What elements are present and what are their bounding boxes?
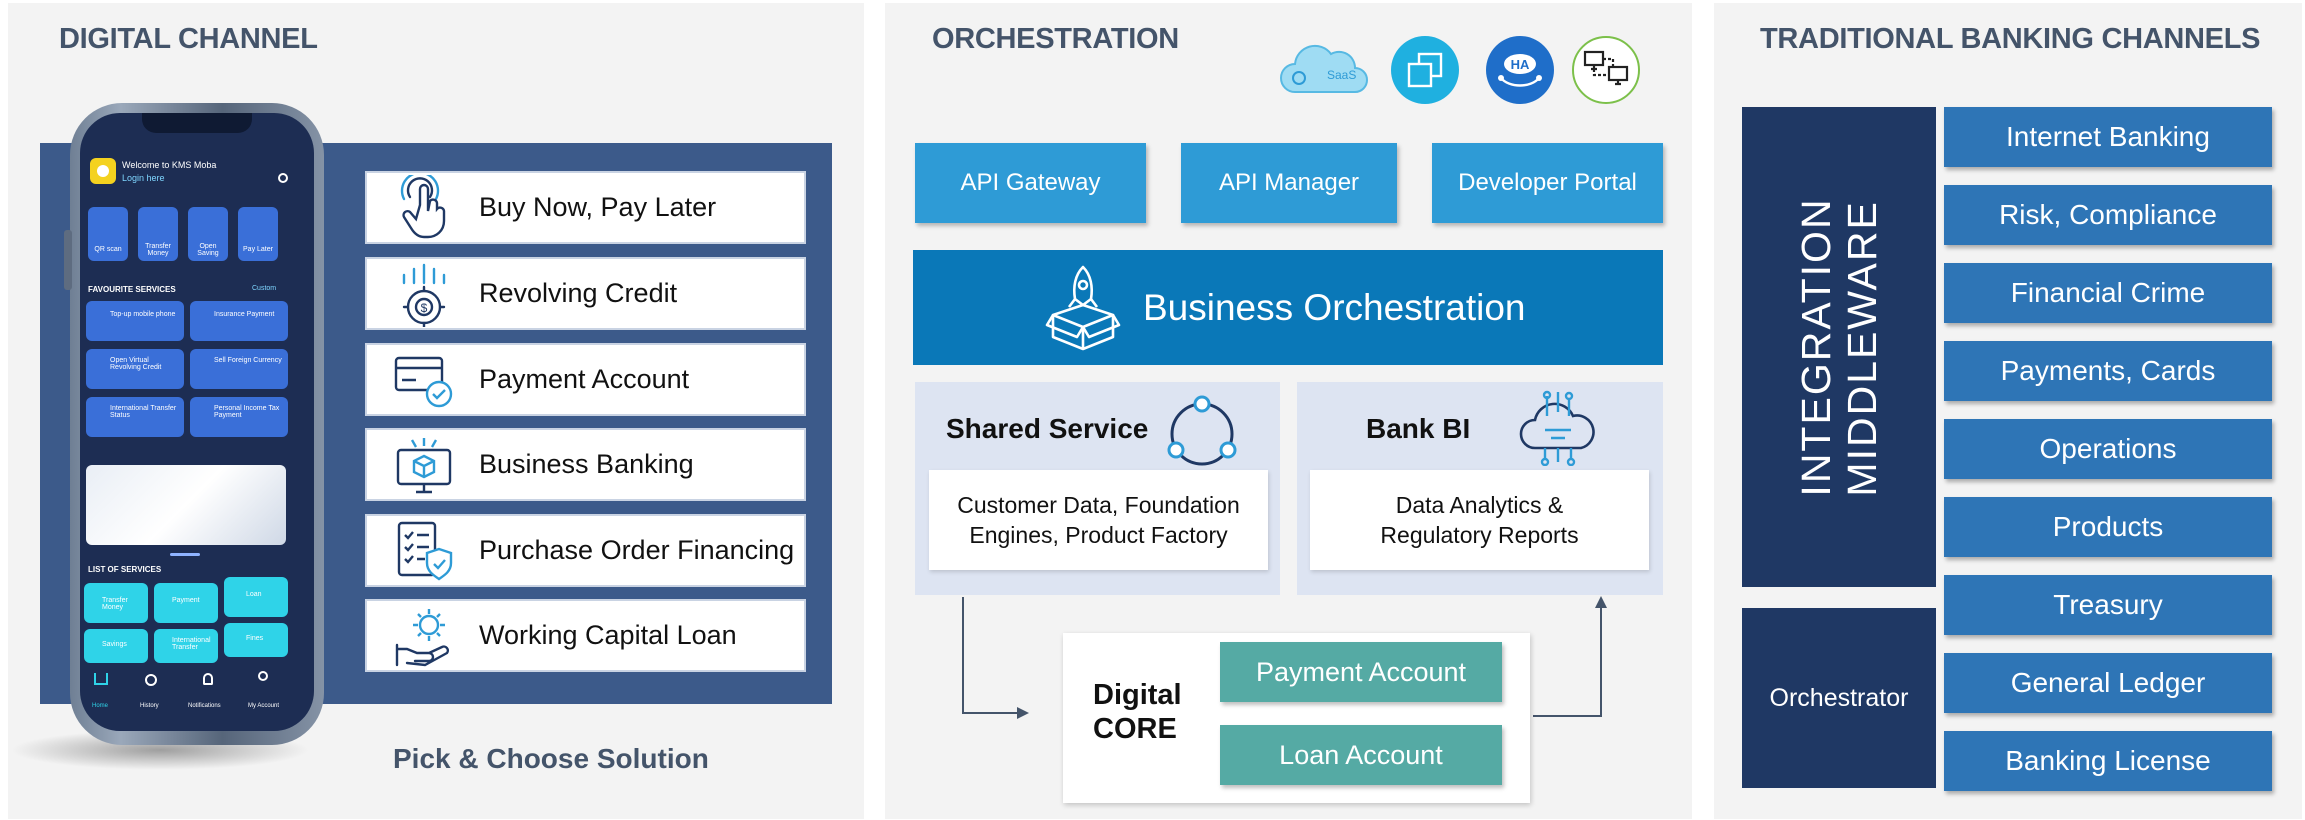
traditional-title: TRADITIONAL BANKING CHANNELS — [1760, 23, 2261, 55]
nav-my-account[interactable]: My Account — [248, 703, 280, 709]
channel-operations[interactable]: Operations — [1944, 419, 2272, 479]
fav-custom-link[interactable]: Custom — [252, 285, 277, 292]
nav-home[interactable]: Home — [92, 703, 109, 709]
fav-item[interactable]: International Transfer Status — [86, 397, 184, 437]
svg-text:$: $ — [421, 301, 428, 315]
product-business-banking[interactable]: Business Banking — [365, 428, 806, 501]
fav-item[interactable]: Personal Income Tax Payment — [190, 397, 288, 437]
copy-squares-icon — [1391, 36, 1459, 104]
ha-icon: HA — [1486, 36, 1554, 104]
cloud-circuit-icon — [1515, 390, 1601, 467]
quick-transfer-money[interactable]: Transfer Money — [138, 207, 178, 261]
nav-notifications[interactable]: Notifications — [188, 703, 221, 709]
quick-qr-scan[interactable]: QR scan — [88, 207, 128, 261]
product-label: Payment Account — [479, 364, 690, 394]
payment-account-button[interactable]: Payment Account — [1220, 642, 1502, 702]
business-orchestration-bar[interactable]: Business Orchestration — [913, 250, 1663, 365]
product-label: Buy Now, Pay Later — [479, 192, 717, 222]
service-tile[interactable]: Fines — [224, 623, 288, 657]
app-logo-icon — [90, 158, 116, 184]
service-tile[interactable]: Payment — [154, 583, 218, 623]
orchestration-title: ORCHESTRATION — [932, 23, 1179, 55]
api-manager-button[interactable]: API Manager — [1181, 143, 1397, 223]
product-buy-now-pay-later[interactable]: Buy Now, Pay Later — [365, 171, 806, 244]
service-tile[interactable]: Transfer Money — [84, 583, 148, 623]
history-icon[interactable] — [145, 674, 157, 686]
channel-payments-cards[interactable]: Payments, Cards — [1944, 341, 2272, 401]
saas-cloud-icon: SaaS — [1277, 40, 1369, 98]
service-tile[interactable]: Savings — [84, 629, 148, 663]
channel-treasury[interactable]: Treasury — [1944, 575, 2272, 635]
user-icon[interactable] — [258, 671, 268, 681]
bell-icon[interactable] — [203, 673, 213, 685]
product-label: Revolving Credit — [479, 278, 678, 308]
pick-choose-caption: Pick & Choose Solution — [393, 743, 709, 774]
service-tile[interactable]: Loan — [224, 577, 288, 617]
network-icon — [1572, 36, 1640, 104]
channel-products[interactable]: Products — [1944, 497, 2272, 557]
rocket-box-icon — [1043, 262, 1123, 354]
fav-item[interactable]: Open Virtual Revolving Credit — [86, 349, 184, 389]
product-payment-account[interactable]: Payment Account — [365, 343, 806, 416]
orchestrator-block: Orchestrator — [1742, 608, 1936, 788]
fav-item[interactable]: Top-up mobile phone — [86, 301, 184, 341]
product-working-capital-loan[interactable]: Working Capital Loan — [365, 599, 806, 672]
integration-middleware-block — [1742, 107, 1936, 587]
channel-financial-crime[interactable]: Financial Crime — [1944, 263, 2272, 323]
card-check-icon — [387, 345, 461, 415]
phone-login-link[interactable]: Login here — [122, 173, 165, 183]
monitor-cube-icon — [387, 430, 461, 500]
api-gateway-button[interactable]: API Gateway — [915, 143, 1146, 223]
cycle-icon — [1160, 390, 1244, 474]
service-tile[interactable]: International Transfer — [154, 629, 218, 663]
quick-pay-later[interactable]: Pay Later — [238, 207, 278, 261]
product-label: Working Capital Loan — [479, 620, 737, 650]
promo-banner[interactable] — [86, 465, 286, 545]
channel-banking-license[interactable]: Banking License — [1944, 731, 2272, 791]
shared-service-title: Shared Service — [946, 413, 1149, 444]
fav-item[interactable]: Sell Foreign Currency — [190, 349, 288, 389]
svg-text:HA: HA — [1511, 57, 1530, 72]
digital-channel-title: DIGITAL CHANNEL — [59, 23, 318, 55]
product-purchase-order-financing[interactable]: Purchase Order Financing — [365, 514, 806, 587]
phone-side-button — [64, 230, 72, 290]
product-label: Business Banking — [479, 449, 694, 479]
phone-screen: Welcome to KMS Moba Login here QR scan T… — [80, 113, 314, 731]
quick-open-saving[interactable]: Open Saving — [188, 207, 228, 261]
business-orchestration-label: Business Orchestration — [1143, 286, 1526, 328]
checklist-shield-icon — [387, 516, 461, 586]
loan-account-button[interactable]: Loan Account — [1220, 725, 1502, 785]
tap-hand-icon — [387, 173, 461, 243]
home-icon[interactable] — [94, 673, 108, 685]
bank-bi-title: Bank BI — [1366, 413, 1471, 444]
nav-history[interactable]: History — [140, 703, 159, 709]
search-icon[interactable] — [278, 173, 288, 183]
carousel-dots — [170, 553, 200, 556]
phone-welcome: Welcome to KMS Moba — [122, 160, 217, 170]
bank-bi-description: Data Analytics &Regulatory Reports — [1310, 470, 1649, 570]
channel-risk-compliance[interactable]: Risk, Compliance — [1944, 185, 2272, 245]
developer-portal-button[interactable]: Developer Portal — [1432, 143, 1663, 223]
fav-services-title: FAVOURITE SERVICES — [88, 285, 176, 294]
hand-gear-icon — [387, 601, 461, 671]
channel-general-ledger[interactable]: General Ledger — [1944, 653, 2272, 713]
phone-notch — [142, 113, 252, 133]
coin-gear-icon: $ — [387, 259, 461, 329]
product-label: Purchase Order Financing — [479, 535, 795, 565]
product-revolving-credit[interactable]: $ Revolving Credit — [365, 257, 806, 330]
channel-internet-banking[interactable]: Internet Banking — [1944, 107, 2272, 167]
list-services-title: LIST OF SERVICES — [88, 565, 162, 574]
fav-item[interactable]: Insurance Payment — [190, 301, 288, 341]
